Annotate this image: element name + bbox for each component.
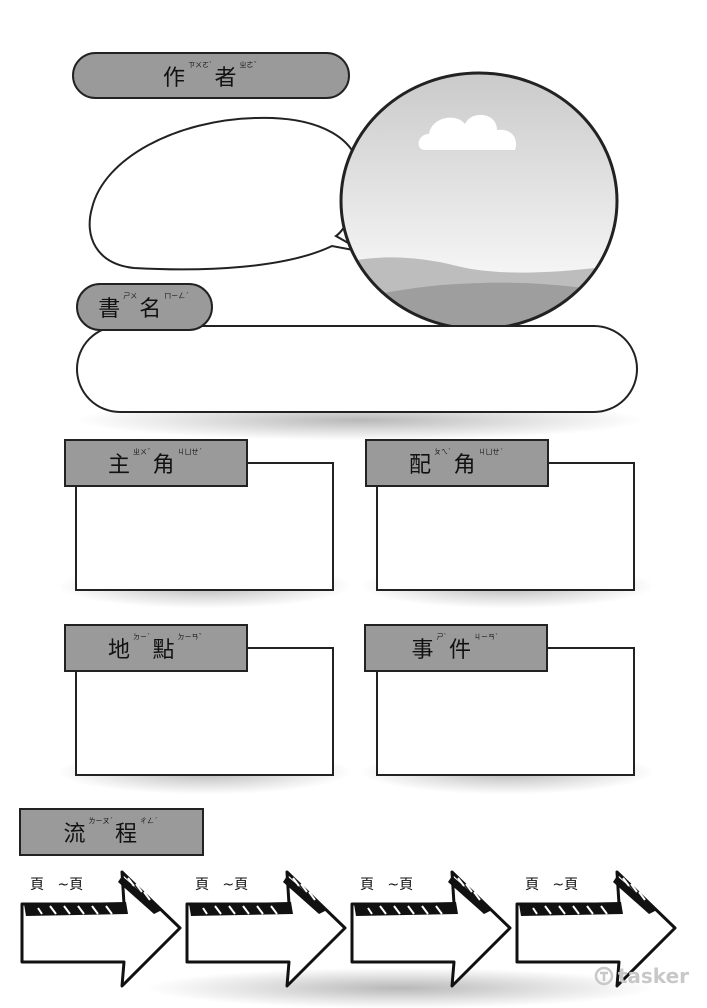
watermark-text: tasker — [617, 964, 689, 988]
place-label-char2: 點 — [152, 638, 177, 663]
place-tab: 地ㄉㄧˋ點ㄉㄧㄢˇ — [64, 624, 248, 672]
landscape-picture-icon — [339, 71, 619, 331]
book-label-pill: 書ㄕㄨ名ㄇㄧㄥˊ — [76, 283, 213, 331]
supporting-label-char2: 角 — [453, 453, 478, 478]
supporting-tab: 配ㄆㄟˋ角ㄐㄩㄝˊ — [365, 439, 549, 487]
tasker-watermark: tasker — [594, 964, 689, 988]
arrow-right-icon — [350, 870, 512, 988]
place-ruby2: ㄉㄧㄢˇ — [177, 633, 203, 641]
protagonist-ruby1: ㄓㄨˇ — [133, 448, 151, 456]
page-range-label: 頁 ~頁 — [525, 877, 579, 893]
process-step-2[interactable]: 頁 ~頁 — [183, 864, 349, 992]
event-label-char2: 件 — [449, 638, 474, 663]
speech-bubble[interactable] — [86, 116, 368, 274]
arrow-right-icon — [185, 870, 347, 988]
process-ruby1: ㄌㄧㄡˊ — [88, 817, 114, 825]
process-step-1[interactable]: 頁 ~頁 — [18, 864, 184, 992]
author-ruby1: ㄗㄨㄛˋ — [188, 60, 213, 69]
book-ruby2: ㄇㄧㄥˊ — [164, 292, 189, 300]
place-ruby1: ㄉㄧˋ — [133, 633, 151, 641]
process-label-char1: 流 — [63, 822, 88, 847]
protagonist-ruby2: ㄐㄩㄝˊ — [177, 448, 203, 456]
supporting-label-char1: 配 — [408, 453, 433, 478]
process-ruby2: ㄔㄥˊ — [140, 817, 158, 825]
process-tab: 流ㄌㄧㄡˊ程ㄔㄥˊ — [19, 808, 204, 856]
supporting-ruby2: ㄐㄩㄝˊ — [478, 448, 504, 456]
supporting-ruby1: ㄆㄟˋ — [434, 448, 452, 456]
event-tab: 事ㄕˋ件ㄐㄧㄢˋ — [364, 624, 548, 672]
event-ruby1: ㄕˋ — [436, 633, 448, 641]
process-step-4[interactable]: 頁 ~頁 — [513, 864, 679, 992]
process-label-char2: 程 — [115, 822, 140, 847]
protagonist-tab: 主ㄓㄨˇ角ㄐㄩㄝˊ — [64, 439, 248, 487]
process-step-3[interactable]: 頁 ~頁 — [348, 864, 514, 992]
author-label-pill: 作ㄗㄨㄛˋ者ㄓㄜˇ — [72, 52, 350, 99]
book-title-field[interactable] — [76, 325, 638, 413]
book-label-char1: 書 — [98, 297, 123, 322]
place-label-char1: 地 — [107, 638, 132, 663]
author-label-char1: 作 — [162, 65, 187, 91]
arrow-right-icon — [515, 870, 677, 988]
event-ruby2: ㄐㄧㄢˋ — [474, 633, 499, 641]
page-range-label: 頁 ~頁 — [30, 877, 84, 893]
arrow-right-icon — [20, 870, 182, 988]
author-label-char2: 者 — [214, 65, 239, 91]
page-range-label: 頁 ~頁 — [195, 877, 249, 893]
page-range-label: 頁 ~頁 — [360, 877, 414, 893]
protagonist-label-char1: 主 — [107, 453, 132, 478]
event-label-char1: 事 — [411, 638, 436, 663]
protagonist-label-char2: 角 — [152, 453, 177, 478]
book-label-char2: 名 — [139, 297, 164, 322]
tasker-logo-icon — [594, 966, 614, 986]
book-ruby1: ㄕㄨ — [123, 292, 138, 300]
author-ruby2: ㄓㄜˇ — [239, 60, 258, 69]
